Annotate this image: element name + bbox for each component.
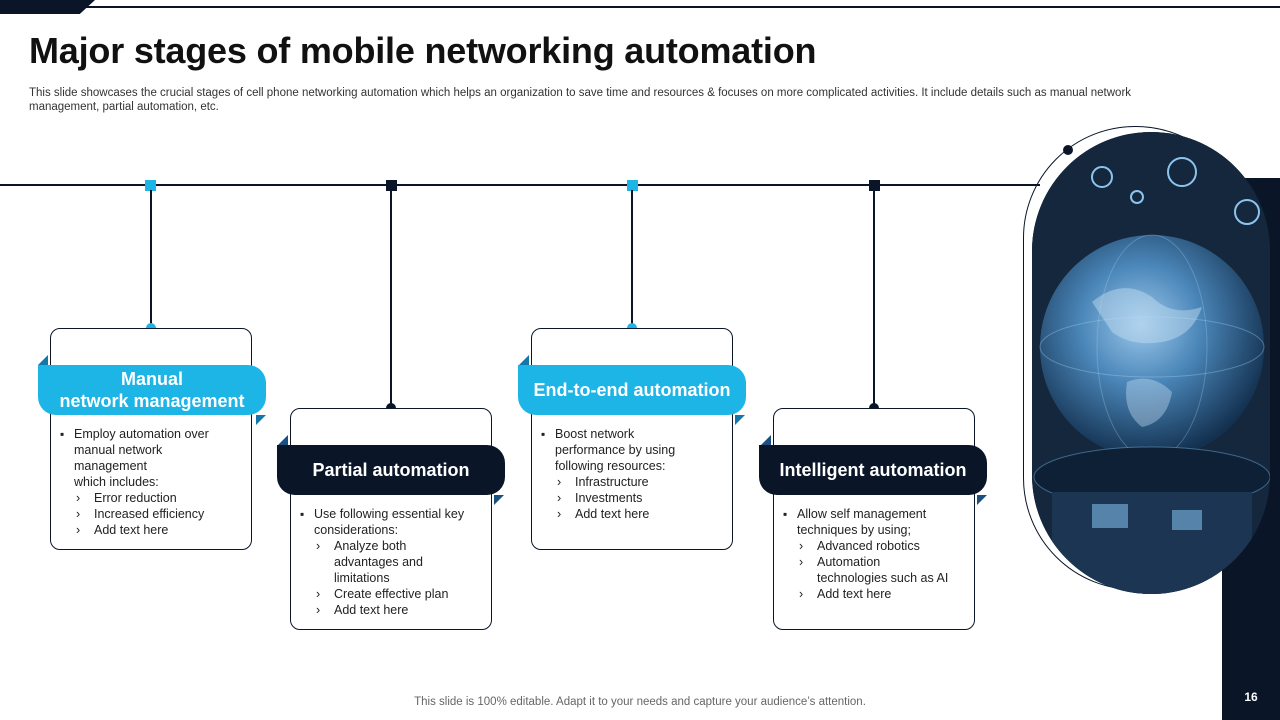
chevron-right-icon: ›: [316, 587, 321, 601]
stage-title-1-line2: network management: [59, 391, 245, 411]
image-frame-dot: [1063, 145, 1073, 155]
timeline-node-1: [145, 180, 156, 191]
stage-3-sub-item: › Investments: [537, 490, 727, 506]
stage-body-3: Boost network performance by using follo…: [537, 426, 727, 522]
chevron-right-icon: ›: [557, 491, 562, 505]
stage-title-4: Intelligent automation: [759, 445, 987, 495]
stage-2-sub-text: Add text here: [334, 603, 409, 617]
connector-1: [150, 190, 152, 327]
connector-2: [390, 190, 392, 407]
stage-4-bullet-line: techniques by using;: [797, 523, 911, 537]
stage-title-3: End-to-end automation: [518, 365, 746, 415]
chevron-right-icon: ›: [76, 523, 81, 537]
timeline-node-4: [869, 180, 880, 191]
tab-fold-4b: [977, 495, 987, 505]
stage-1-bullet-line: which includes:: [74, 475, 159, 489]
stage-body-4: Allow self management techniques by usin…: [779, 506, 971, 602]
stage-2-bullet: Use following essential key consideratio…: [296, 506, 488, 538]
tab-fold-3: [519, 355, 529, 365]
timeline-node-3: [627, 180, 638, 191]
tab-fold-4: [761, 435, 771, 445]
stage-2-sub-text: advantages and: [334, 555, 423, 569]
stage-2-sub-item: › Create effective plan: [296, 586, 488, 602]
stage-3-bullet-line: Boost network: [555, 427, 635, 441]
stage-3-sub-item: › Infrastructure: [537, 474, 727, 490]
stage-title-2: Partial automation: [277, 445, 505, 495]
stage-4-sub-text: technologies such as AI: [817, 571, 949, 585]
tab-fold-2: [278, 435, 288, 445]
stage-3-sub-text: Add text here: [575, 507, 650, 521]
stage-4-sub-text: Automation: [817, 555, 881, 569]
stage-body-2: Use following essential key consideratio…: [296, 506, 488, 618]
stage-2-bullet-line: considerations:: [314, 523, 399, 537]
stage-4-bullet-line: Allow self management: [797, 507, 927, 521]
stage-3-sub-text: Investments: [575, 491, 643, 505]
tab-fold-3b: [735, 415, 745, 425]
tab-fold-2b: [494, 495, 504, 505]
timeline-line: [0, 184, 1040, 186]
stage-3-bullet: Boost network performance by using follo…: [537, 426, 727, 474]
tab-fold-1: [38, 355, 48, 365]
chevron-right-icon: ›: [799, 587, 804, 601]
stage-2-sub-item: › Analyze both advantages and limitation…: [296, 538, 488, 586]
stage-3-sub-item: › Add text here: [537, 506, 727, 522]
chevron-right-icon: ›: [316, 603, 321, 617]
stage-4-sub-text: Add text here: [817, 587, 892, 601]
stage-4-sub-item: › Automation technologies such as AI: [779, 554, 971, 586]
slide-footer: This slide is 100% editable. Adapt it to…: [0, 696, 1280, 708]
stage-1-sub-item: › Increased efficiency: [56, 506, 246, 522]
globe-illustration: [1032, 132, 1270, 594]
stage-4-sub-text: Advanced robotics: [817, 539, 920, 553]
stage-2-sub-text: limitations: [334, 571, 390, 585]
connector-3: [631, 190, 633, 327]
tab-fold-1b: [256, 415, 266, 425]
top-rule: [84, 6, 1280, 8]
stage-1-sub-text: Increased efficiency: [94, 507, 205, 521]
stage-3-bullet-line: following resources:: [555, 459, 666, 473]
stage-3-sub-text: Infrastructure: [575, 475, 649, 489]
stage-title-1: Manual network management: [38, 365, 266, 415]
slide-subtitle: This slide showcases the crucial stages …: [29, 87, 1132, 113]
chevron-right-icon: ›: [799, 539, 804, 553]
top-accent-bar: [0, 0, 95, 14]
stage-title-1-line1: Manual: [120, 369, 183, 389]
stage-1-bullet-line: manual network: [74, 443, 163, 457]
stage-2-sub-text: Create effective plan: [334, 587, 449, 601]
chevron-right-icon: ›: [76, 507, 81, 521]
stage-2-bullet-line: Use following essential key: [314, 507, 465, 521]
stage-1-sub-text: Add text here: [94, 523, 169, 537]
stage-1-sub-item: › Error reduction: [56, 490, 246, 506]
connector-4: [873, 190, 875, 407]
chevron-right-icon: ›: [799, 555, 804, 569]
chevron-right-icon: ›: [316, 539, 321, 553]
chevron-right-icon: ›: [557, 507, 562, 521]
footer-text: This slide is 100% editable. Adapt it to…: [414, 696, 866, 708]
stage-1-sub-text: Error reduction: [94, 491, 177, 505]
stage-1-bullet: Employ automation over manual network ma…: [56, 426, 246, 490]
stage-1-bullet-line: management: [74, 459, 147, 473]
globe-technology-image: [1032, 132, 1270, 594]
chevron-right-icon: ›: [76, 491, 81, 505]
stage-1-bullet-line: Employ automation over: [74, 427, 209, 441]
stage-4-sub-item: › Add text here: [779, 586, 971, 602]
chevron-right-icon: ›: [557, 475, 562, 489]
timeline-node-2: [386, 180, 397, 191]
page-number: 16: [1244, 690, 1258, 704]
stage-2-sub-text: Analyze both: [334, 539, 407, 553]
stage-body-1: Employ automation over manual network ma…: [56, 426, 246, 538]
stage-2-sub-item: › Add text here: [296, 602, 488, 618]
stage-4-bullet: Allow self management techniques by usin…: [779, 506, 971, 538]
stage-4-sub-item: › Advanced robotics: [779, 538, 971, 554]
slide-title: Major stages of mobile networking automa…: [29, 30, 817, 71]
stage-1-sub-item: › Add text here: [56, 522, 246, 538]
stage-3-bullet-line: performance by using: [555, 443, 676, 457]
